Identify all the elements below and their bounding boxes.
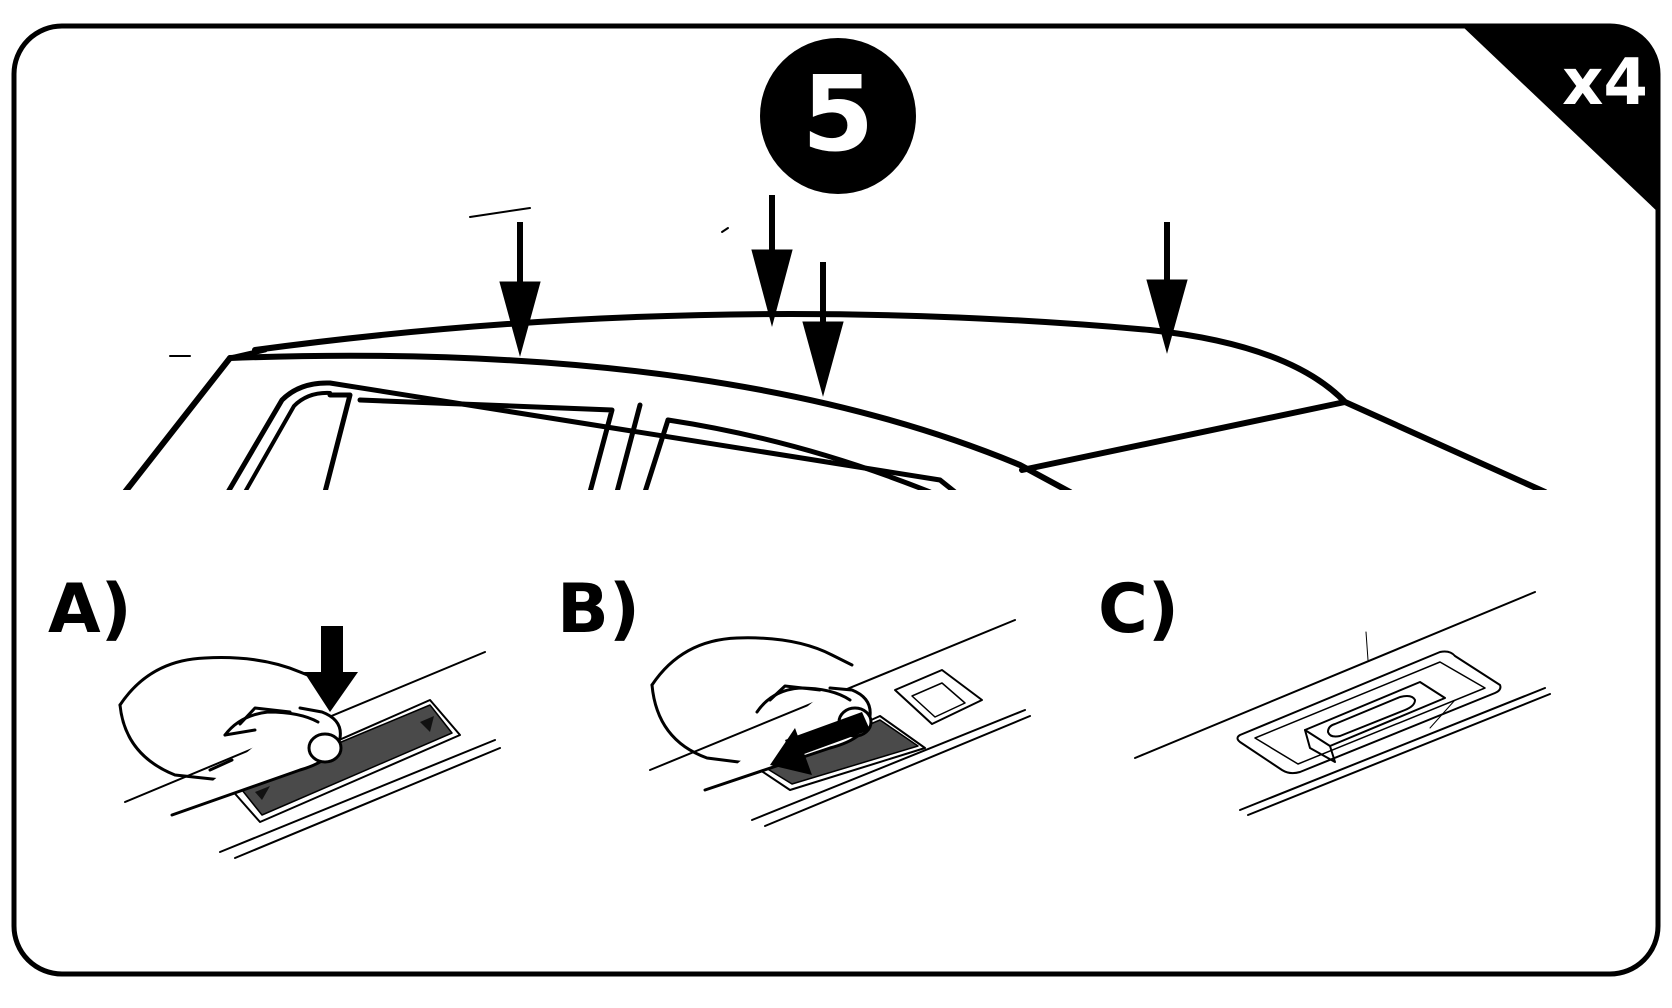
open-mounting-slot-icon — [1134, 591, 1551, 816]
panel-label-b: B) — [557, 570, 640, 649]
down-arrow-icon — [1146, 222, 1188, 354]
panel-label-a: A) — [48, 570, 132, 649]
roof-arrows — [499, 195, 1188, 397]
hand-slide-cover-icon — [649, 619, 1031, 827]
quantity-badge: x4 — [1462, 26, 1658, 214]
car-roof-icon — [122, 207, 1548, 490]
step-number-badge: 5 — [760, 38, 916, 194]
quantity-label: x4 — [1562, 46, 1648, 120]
hand-press-cover-icon — [118, 626, 501, 859]
down-arrow-icon — [751, 195, 793, 327]
down-arrow-icon — [802, 262, 844, 397]
panel-label-c: C) — [1098, 570, 1179, 649]
step-number: 5 — [802, 53, 874, 175]
down-arrow-icon — [499, 222, 541, 357]
